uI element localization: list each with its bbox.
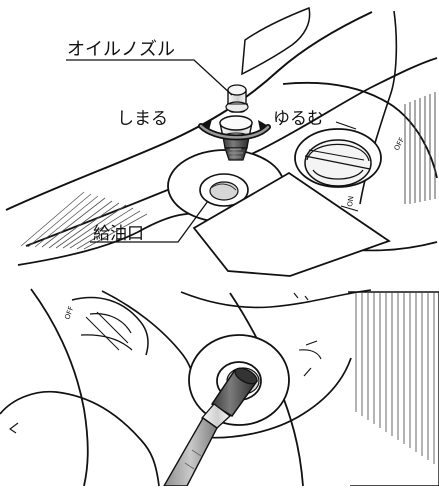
loosen-label: ゆるむ xyxy=(273,109,324,129)
top-cover-plate xyxy=(192,171,391,277)
filler-leader-line xyxy=(90,200,209,243)
curved-double-arrow-icon xyxy=(198,119,271,141)
bottom-outline-lower-left xyxy=(0,390,160,487)
bottom-nozzle-assembly xyxy=(162,367,259,487)
bottom-switch-dial xyxy=(71,296,149,356)
top-upper-cutout xyxy=(241,6,311,76)
off-top-label: OFF xyxy=(393,136,406,152)
nozzle-label: オイルノズル xyxy=(67,39,175,60)
top-panel: オイルノズル しまる ゆるむ 給油口 OFF ON xyxy=(5,6,438,277)
on-top-label: ON xyxy=(346,196,355,208)
bottom-right-hatching xyxy=(355,293,435,464)
tighten-label: しまる xyxy=(117,109,168,129)
top-leader-lines xyxy=(66,59,233,243)
panel-separator xyxy=(0,277,439,285)
top-left-hatching xyxy=(20,191,148,250)
bottom-outline-left xyxy=(30,288,89,487)
top-right-hatching xyxy=(404,92,436,204)
top-right-housing xyxy=(282,81,438,179)
bottom-small-marks xyxy=(9,292,322,434)
off-bottom-label: OFF xyxy=(63,305,75,320)
top-inner-housing xyxy=(25,57,438,247)
filler-label: 給油口 xyxy=(93,224,144,244)
bottom-shelf xyxy=(198,357,352,439)
top-switch-knob xyxy=(294,128,382,188)
bottom-panel: OFF xyxy=(0,288,439,487)
nozzle-leader-line xyxy=(66,59,233,96)
top-switch-marks xyxy=(335,121,359,212)
top-body-outline xyxy=(5,11,373,211)
bottom-top-housing xyxy=(180,289,372,309)
